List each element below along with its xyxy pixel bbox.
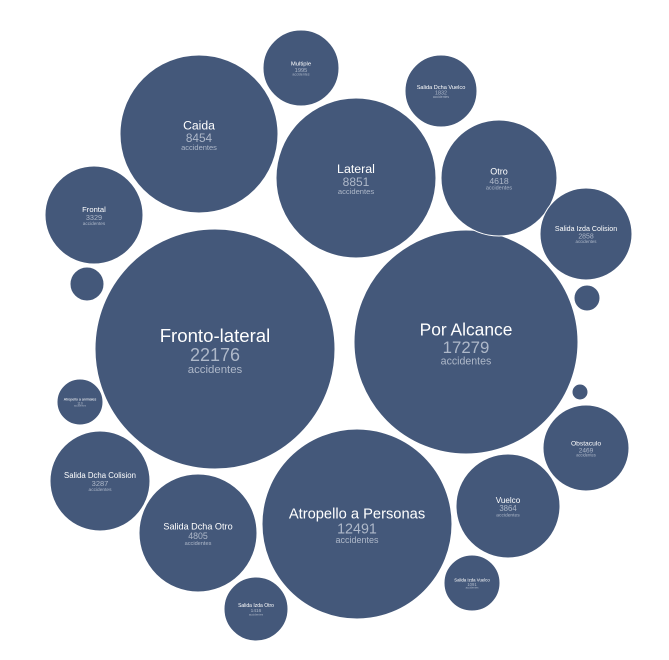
bubble-value-label: 1832 <box>435 91 447 97</box>
bubble-circle[interactable] <box>443 554 501 612</box>
bubble-circle[interactable] <box>440 119 558 237</box>
bubble-name-label: Otro <box>490 167 508 177</box>
bubble-unit-label: accidentes <box>441 355 492 367</box>
bubble-circle[interactable] <box>44 165 144 265</box>
bubble-value-label: 8454 <box>186 131 213 145</box>
bubble-name-label: Por Alcance <box>420 319 513 339</box>
bubble-circle[interactable] <box>275 97 437 259</box>
bubble-unit-label: accidentes <box>496 512 520 518</box>
bubble-value-label: 2858 <box>578 234 593 241</box>
bubble-small-3[interactable] <box>571 383 589 401</box>
bubble-unit-label: accidentes <box>181 143 217 152</box>
bubble-circle[interactable] <box>353 229 579 455</box>
bubble-unit-label: accidentes <box>338 187 375 196</box>
bubble-value-label: 2469 <box>579 447 594 454</box>
bubble-value-label: 3329 <box>86 213 102 222</box>
bubble-name-label: Salida Izda Otro <box>238 603 274 609</box>
bubble-value-label: 4618 <box>489 176 508 186</box>
bubble-name-label: Salida Dcha Otro <box>163 521 232 531</box>
bubble-small-1[interactable] <box>69 266 105 302</box>
bubble-unit-label: accidentes <box>466 586 480 590</box>
bubble-circle[interactable] <box>542 404 630 492</box>
bubble-value-label: 3864 <box>499 504 517 513</box>
bubble-value-label: 12491 <box>337 522 377 538</box>
bubble-name-label: Salida Dcha Vuelco <box>417 85 466 91</box>
bubble-unit-label: accidentes <box>486 186 513 192</box>
bubble-unit-label: accidentes <box>74 405 87 408</box>
bubble-unit-label: accidentes <box>89 487 113 493</box>
bubble-unit-label: accidentes <box>185 541 212 547</box>
bubble-unit-label: accidentes <box>292 73 309 77</box>
bubble-small-2[interactable] <box>573 284 601 312</box>
bubble-name-label: Salida Izda Colision <box>555 225 617 233</box>
bubble-name-label: Fronto-lateral <box>160 325 271 346</box>
bubble-circle[interactable] <box>119 54 279 214</box>
bubble-circle[interactable] <box>404 54 478 128</box>
bubble-name-label: Salida Izda Vuelco <box>454 577 490 582</box>
bubble-name-label: Multiple <box>291 62 312 68</box>
bubble-circle[interactable] <box>455 453 561 559</box>
bubble-value-label: 110 <box>77 401 83 405</box>
bubble-circle[interactable] <box>56 378 104 426</box>
bubble-circle[interactable] <box>94 228 336 470</box>
bubble-value-label: 1995 <box>295 68 308 74</box>
bubble-value-label: 3287 <box>92 479 109 488</box>
bubble-unit-label: accidentes <box>249 612 264 616</box>
bubble-unit-label: accidentes <box>576 239 598 244</box>
bubble-name-label: Atropello a animales <box>64 398 97 402</box>
bubble-unit-label: accidentes <box>83 221 106 226</box>
bubble-name-label: Vuelco <box>496 496 521 505</box>
bubble-value-label: 1091 <box>467 582 477 587</box>
bubble-name-label: Caida <box>183 118 215 132</box>
bubble-circle[interactable] <box>539 187 633 281</box>
bubble-unit-label: accidentes <box>576 453 596 458</box>
bubble-circle[interactable] <box>138 473 258 593</box>
bubble-name-label: Lateral <box>337 162 375 176</box>
bubble-name-label: Atropello a Personas <box>289 506 425 522</box>
bubble-circle[interactable] <box>262 29 340 107</box>
bubble-unit-label: accidentes <box>433 95 450 99</box>
bubble-circle[interactable] <box>261 428 453 620</box>
bubble-value-label: 17279 <box>443 338 490 357</box>
bubble-value-label: 22176 <box>190 345 240 365</box>
bubble-value-label: 1416 <box>251 608 262 614</box>
bubble-unit-label: accidentes <box>188 364 243 376</box>
bubble-name-label: Salida Dcha Colision <box>64 471 136 480</box>
bubble-name-label: Frontal <box>82 205 106 214</box>
bubble-value-label: 8851 <box>343 175 370 189</box>
bubble-value-label: 4805 <box>188 531 208 541</box>
bubble-circle[interactable] <box>49 430 151 532</box>
bubble-unit-label: accidentes <box>335 535 379 545</box>
bubble-circle[interactable] <box>223 576 289 642</box>
bubble-name-label: Obstaculo <box>571 440 601 447</box>
